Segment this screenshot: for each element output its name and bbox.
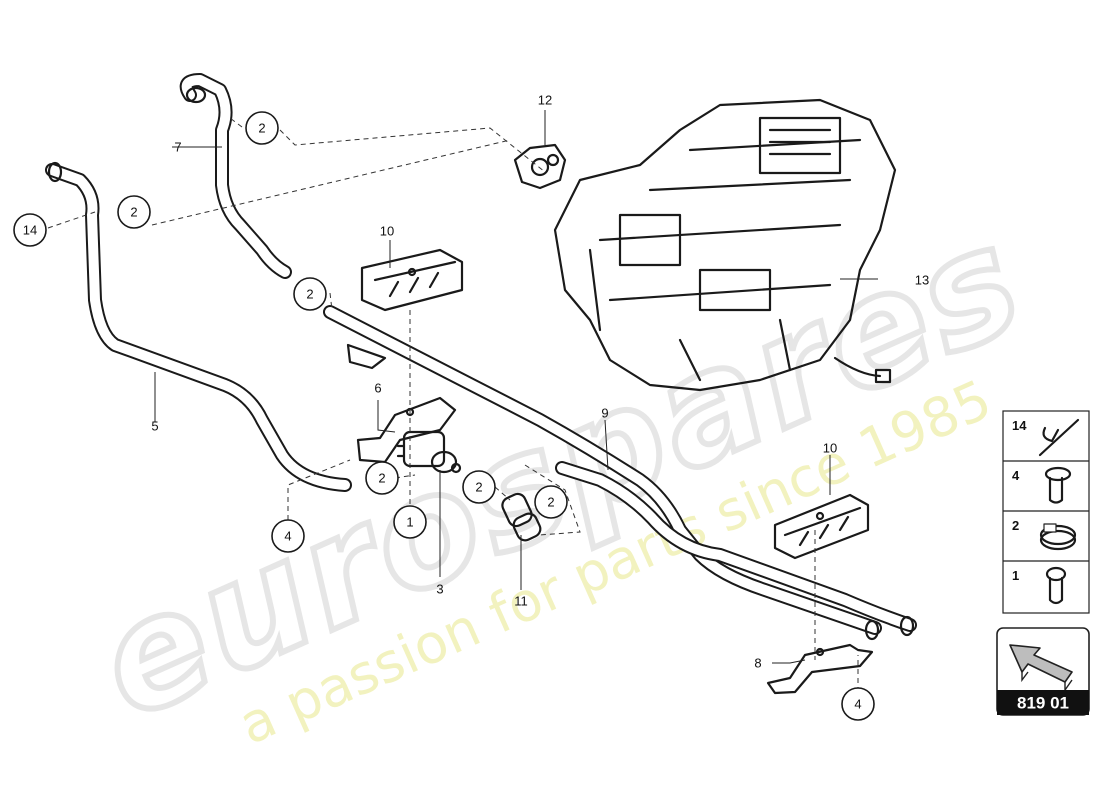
bracket-8 bbox=[766, 643, 874, 695]
label-5: 5 bbox=[151, 419, 158, 434]
svg-text:2: 2 bbox=[378, 471, 385, 486]
label-8: 8 bbox=[754, 656, 761, 671]
legend-item-1: 1 bbox=[1012, 568, 1019, 583]
cable-tie-icon bbox=[1038, 418, 1080, 457]
bolt-icon bbox=[1045, 566, 1067, 605]
hardware-legend: 14 4 2 1 bbox=[1002, 410, 1090, 614]
valve-12 bbox=[513, 143, 567, 190]
svg-text:2: 2 bbox=[130, 205, 137, 220]
svg-text:2: 2 bbox=[547, 495, 554, 510]
label-13: 13 bbox=[915, 273, 929, 288]
label-3: 3 bbox=[436, 582, 443, 597]
label-12: 12 bbox=[538, 93, 552, 108]
callout-2-c: 2 bbox=[293, 277, 327, 311]
hvac-unit-13 bbox=[553, 98, 897, 392]
svg-text:4: 4 bbox=[854, 697, 861, 712]
svg-text:14: 14 bbox=[23, 223, 37, 238]
svg-text:4: 4 bbox=[284, 529, 291, 544]
bracket-6 bbox=[346, 343, 457, 464]
diagram-code-box: 819 01 bbox=[996, 627, 1090, 716]
legend-item-14: 14 bbox=[1012, 418, 1027, 433]
part-labels: 7 12 10 13 6 5 9 10 3 11 8 bbox=[151, 93, 929, 671]
label-10-lower: 10 bbox=[823, 441, 837, 456]
svg-text:2: 2 bbox=[258, 121, 265, 136]
callout-1: 1 bbox=[393, 505, 427, 539]
diagram-code: 819 01 bbox=[1017, 694, 1069, 713]
leader-lines bbox=[47, 110, 878, 692]
coolant-pipes-9 bbox=[323, 305, 917, 641]
screw-icon bbox=[1044, 466, 1072, 504]
water-pump-3 bbox=[396, 430, 462, 474]
legend-item-4: 4 bbox=[1012, 468, 1020, 483]
callout-2-f: 2 bbox=[534, 485, 568, 519]
callout-2-b: 2 bbox=[245, 111, 279, 145]
hose-11 bbox=[501, 492, 542, 542]
label-6: 6 bbox=[374, 381, 381, 396]
coolant-pipe-5 bbox=[45, 161, 352, 492]
hose-clamp-icon bbox=[1039, 523, 1077, 551]
svg-text:2: 2 bbox=[475, 480, 482, 495]
svg-text:1: 1 bbox=[406, 515, 413, 530]
coolant-hose-7 bbox=[179, 73, 292, 279]
label-10-upper: 10 bbox=[380, 224, 394, 239]
label-11: 11 bbox=[514, 594, 528, 609]
callout-14: 14 bbox=[13, 213, 47, 247]
label-7: 7 bbox=[174, 140, 181, 155]
callout-2-d: 2 bbox=[365, 461, 399, 495]
svg-text:2: 2 bbox=[306, 287, 313, 302]
legend-item-2: 2 bbox=[1012, 518, 1019, 533]
label-9: 9 bbox=[601, 406, 608, 421]
callout-4-a: 4 bbox=[271, 519, 305, 553]
callout-4-b: 4 bbox=[841, 687, 875, 721]
callout-2-a: 2 bbox=[117, 195, 151, 229]
pipe-clip-10-lower bbox=[773, 493, 870, 560]
pipe-clip-10-upper bbox=[360, 248, 464, 312]
callout-2-e: 2 bbox=[462, 470, 496, 504]
